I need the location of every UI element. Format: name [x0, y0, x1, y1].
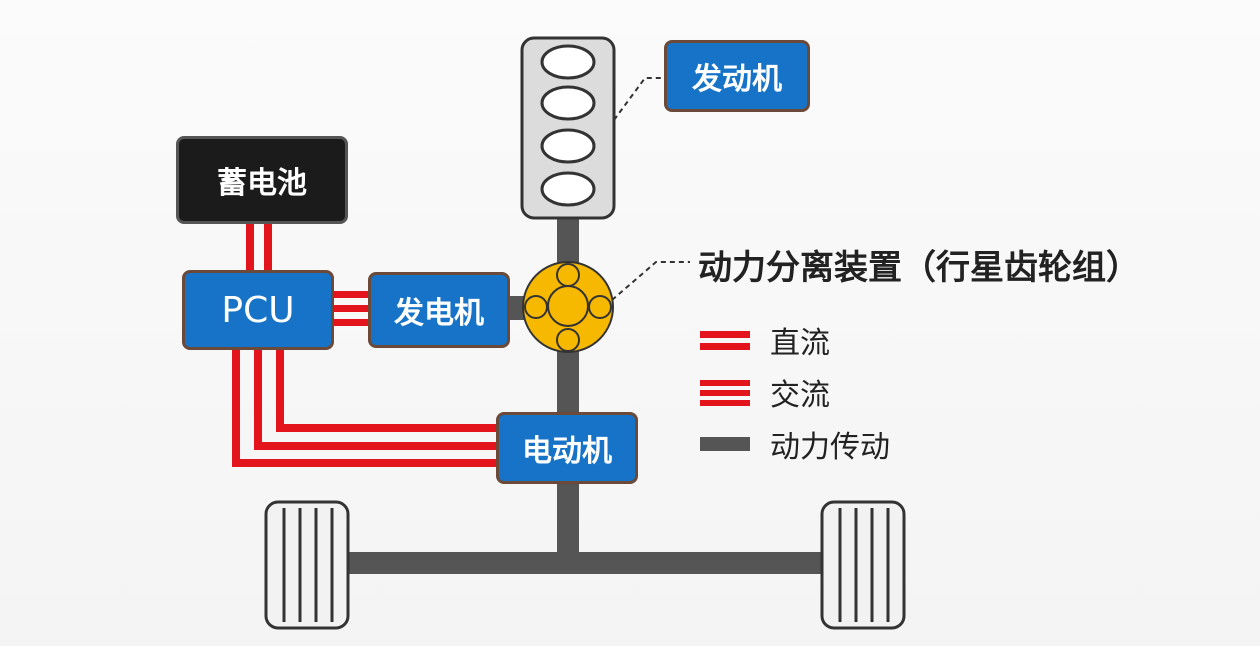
- legend-item-power-transmission: 动力传动: [700, 424, 890, 465]
- wheel-right: [820, 500, 906, 630]
- ac-lines-motor: [232, 348, 498, 467]
- legend-power-transmission-label: 动力传动: [770, 430, 890, 465]
- engine-leader-line: [613, 77, 668, 121]
- ac-line: [334, 291, 370, 298]
- generator-label: 发电机: [394, 296, 484, 331]
- pcu-label: PCU: [221, 289, 295, 331]
- wheel-left: [264, 500, 350, 630]
- dc-line: [246, 220, 254, 272]
- battery-box: 蓄电池: [176, 136, 348, 224]
- engine-block: [520, 36, 616, 220]
- battery-label: 蓄电池: [217, 166, 307, 201]
- power-transmission-swatch: [700, 431, 750, 457]
- dc-swatch: [700, 327, 750, 353]
- generator-box: 发电机: [368, 272, 510, 348]
- ac-line: [334, 305, 370, 312]
- cylinder: [540, 44, 596, 80]
- pcu-box: PCU: [182, 270, 334, 350]
- motor-output-shaft: [557, 480, 579, 558]
- engine-label-box: 发动机: [664, 40, 810, 112]
- legend-ac-label: 交流: [770, 378, 830, 413]
- legend-item-dc: 直流: [700, 320, 830, 361]
- ac-line: [334, 319, 370, 326]
- dc-lines: [246, 220, 272, 272]
- power-split-device-label: 动力分离装置（行星齿轮组）: [698, 248, 1140, 288]
- ac-line: [254, 348, 498, 450]
- planetary-gear-icon: [522, 261, 614, 353]
- cylinder: [540, 128, 596, 164]
- gear-leader-line: [611, 261, 690, 301]
- motor-box: 电动机: [496, 412, 638, 484]
- motor-label: 电动机: [522, 434, 612, 469]
- legend-item-ac: 交流: [700, 372, 830, 413]
- legend-dc-label: 直流: [770, 326, 830, 361]
- ac-swatch: [700, 379, 750, 406]
- ac-lines-generator: [334, 291, 370, 326]
- ac-line: [276, 348, 498, 432]
- dc-line: [264, 220, 272, 272]
- cylinder: [540, 85, 596, 121]
- cylinder: [540, 171, 596, 207]
- axle: [335, 552, 835, 574]
- ac-line: [232, 348, 498, 467]
- engine-label: 发动机: [692, 62, 782, 97]
